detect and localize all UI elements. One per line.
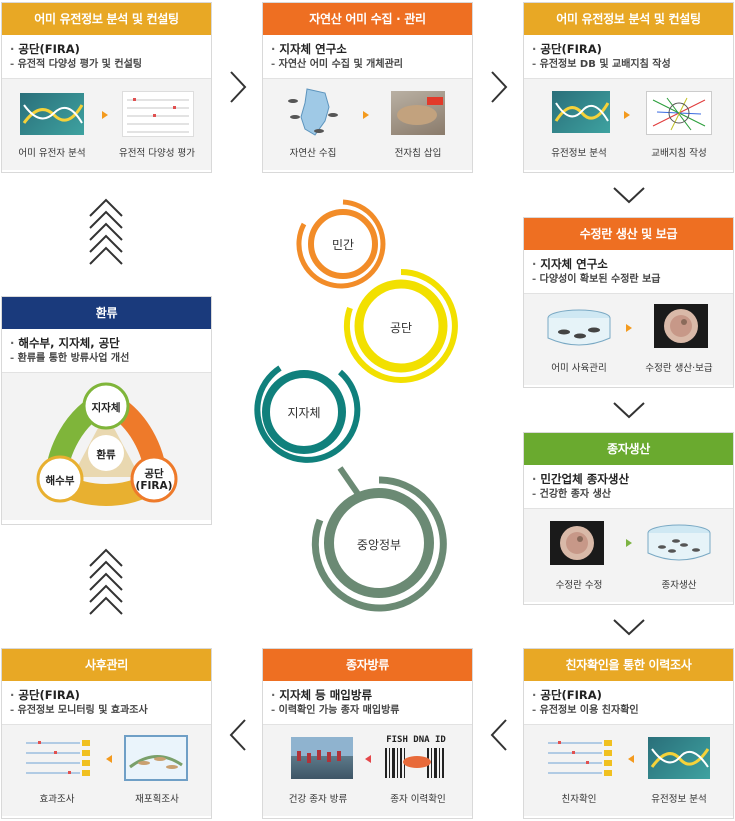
caption: 건강 종자 방류 [288, 794, 348, 805]
feedback-triad: 지자체 환류 해수부 공단 (FIRA) [2, 373, 211, 520]
box-line1: 공단(FIRA) [532, 41, 725, 57]
chevron-down-icon [612, 618, 646, 636]
caption: 재포획조사 [135, 794, 179, 805]
step-box-genetic-consulting-1: 어미 유전정보 분석 및 컨설팅 공단(FIRA) 유전적 다양성 평가 및 컨… [1, 2, 212, 173]
box-line1: 공단(FIRA) [532, 687, 725, 703]
caption: 전자칩 삽입 [394, 148, 442, 159]
caption: 유전적 다양성 평가 [119, 148, 195, 159]
dna-barcode-image: FISH DNA ID [383, 735, 449, 781]
caption: 종자 이력확인 [390, 794, 446, 805]
arrow-right-icon [624, 111, 630, 119]
step-box-seed-production: 종자생산 민간업체 종자생산 건강한 종자 생산 수정란 수정 종자생산 [523, 432, 734, 605]
box-line2: 유전정보 이용 친자확인 [532, 703, 725, 718]
step-box-parentage: 친자확인을 통한 이력조사 공단(FIRA) 유전정보 이용 친자확인 친자확인… [523, 648, 734, 819]
box-line2: 유전정보 모니터링 및 효과조사 [10, 703, 203, 718]
dna-fish-image [20, 93, 84, 135]
triad-left-label: 해수부 [45, 475, 75, 487]
recapture-image [124, 735, 188, 781]
arrow-left-icon [628, 755, 634, 763]
box-line1: 공단(FIRA) [10, 687, 203, 703]
korea-map-fish-image [285, 87, 343, 139]
triad-right-label-1: 공단 [144, 468, 164, 480]
release-event-image [291, 737, 353, 779]
caption: 어미 사육관리 [551, 363, 607, 374]
box-line2: 환류를 통한 방류사업 개선 [10, 351, 203, 366]
triad-right-label-2: (FIRA) [135, 480, 173, 492]
box-line1: 지자체 연구소 [532, 256, 725, 272]
ring-label-central-gov: 중앙정부 [356, 538, 402, 552]
dna-id-text: FISH DNA ID [386, 735, 446, 745]
arrow-right-icon [363, 111, 369, 119]
dna-fish-image [648, 737, 710, 779]
chevron-triple-up-icon [88, 198, 124, 272]
box-line1: 지자체 연구소 [271, 41, 464, 57]
caption: 종자생산 [661, 580, 697, 591]
box-line1: 민간업체 종자생산 [532, 471, 725, 487]
effect-survey-chart-image [24, 737, 94, 779]
breeding-network-image [646, 91, 712, 135]
caption: 유전정보 분석 [651, 794, 707, 805]
caption: 수정란 생산·보급 [645, 363, 713, 374]
chevron-triple-up-icon [88, 548, 124, 622]
box-line2: 유전적 다양성 평가 및 컨설팅 [10, 57, 203, 72]
chevron-left-icon [490, 718, 508, 752]
box-title: 수정란 생산 및 보급 [524, 218, 733, 250]
box-line2: 건강한 종자 생산 [532, 487, 725, 502]
box-title: 종자생산 [524, 433, 733, 465]
fertilized-egg-image [654, 304, 708, 348]
step-box-egg-production: 수정란 생산 및 보급 지자체 연구소 다양성이 확보된 수정란 보급 어미 사… [523, 217, 734, 388]
box-title: 어미 유전정보 분석 및 컨설팅 [2, 3, 211, 35]
box-title: 사후관리 [2, 649, 211, 681]
arrow-right-icon [626, 539, 632, 547]
governance-rings [254, 199, 458, 612]
diversity-chart-image [122, 91, 194, 137]
arrow-left-icon [106, 755, 112, 763]
step-box-feedback: 환류 해수부, 지자체, 공단 환류를 통한 방류사업 개선 지자체 환류 해수… [1, 296, 212, 525]
arrow-left-icon [365, 755, 371, 763]
box-title: 자연산 어미 수집 · 관리 [263, 3, 472, 35]
caption: 유전정보 분석 [551, 148, 607, 159]
box-line2: 유전정보 DB 및 교배지침 작성 [532, 57, 725, 72]
step-box-post-management: 사후관리 공단(FIRA) 유전정보 모니터링 및 효과조사 효과조사 재포획조… [1, 648, 212, 819]
ring-label-fira: 공단 [389, 321, 413, 335]
arrow-right-icon [626, 324, 632, 332]
chevron-down-icon [612, 186, 646, 204]
box-line1: 공단(FIRA) [10, 41, 203, 57]
caption: 효과조사 [39, 794, 75, 805]
caption: 수정란 수정 [555, 580, 603, 591]
triad-top-label: 지자체 [91, 402, 121, 414]
chevron-left-icon [229, 718, 247, 752]
box-title: 어미 유전정보 분석 및 컨설팅 [524, 3, 733, 35]
box-line1: 해수부, 지자체, 공단 [10, 335, 203, 351]
chip-insert-image [391, 91, 445, 135]
chevron-right-icon [229, 70, 247, 104]
box-line1: 지자체 등 매입방류 [271, 687, 464, 703]
box-title: 환류 [2, 297, 211, 329]
step-box-seed-release: 종자방류 지자체 등 매입방류 이력확인 가능 종자 매입방류 FISH DNA… [262, 648, 473, 819]
box-line2: 자연산 어미 수집 및 개체관리 [271, 57, 464, 72]
fish-tank-image [546, 308, 612, 348]
step-box-wild-collection: 자연산 어미 수집 · 관리 지자체 연구소 자연산 어미 수집 및 개체관리 … [262, 2, 473, 173]
caption: 자연산 수집 [289, 148, 337, 159]
chevron-right-icon [490, 70, 508, 104]
chevron-down-icon [612, 401, 646, 419]
box-line2: 다양성이 확보된 수정란 보급 [532, 272, 725, 287]
dna-fish-image [552, 91, 610, 133]
caption: 어미 유전자 분석 [18, 148, 86, 159]
triad-center-label: 환류 [96, 449, 116, 461]
ring-label-private: 민간 [331, 238, 355, 252]
caption: 교배지침 작성 [651, 148, 707, 159]
parentage-chart-image [546, 737, 616, 779]
step-box-genetic-consulting-2: 어미 유전정보 분석 및 컨설팅 공단(FIRA) 유전정보 DB 및 교배지침… [523, 2, 734, 173]
fertilized-egg-image [550, 521, 604, 565]
ring-label-local-gov: 지자체 [287, 406, 321, 420]
arrow-right-icon [102, 111, 108, 119]
box-title: 종자방류 [263, 649, 472, 681]
box-line2: 이력확인 가능 종자 매입방류 [271, 703, 464, 718]
box-title: 친자확인을 통한 이력조사 [524, 649, 733, 681]
caption: 친자확인 [561, 794, 597, 805]
seed-tank-image [646, 523, 712, 563]
